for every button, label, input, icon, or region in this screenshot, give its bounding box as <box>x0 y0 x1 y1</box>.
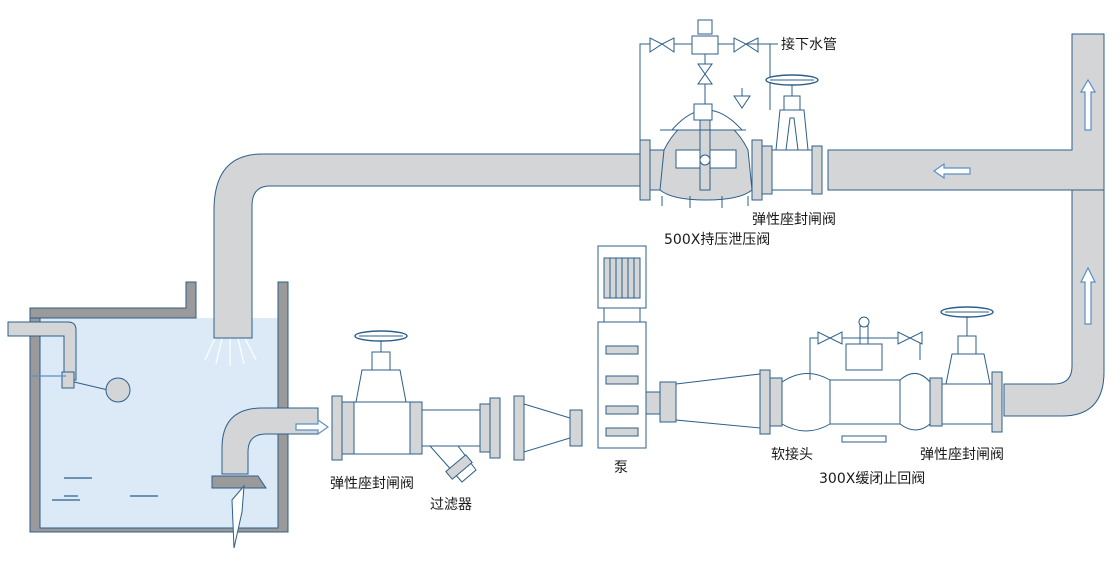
label-pressure-relief-valve: 500X持压泄压阀 <box>664 232 771 248</box>
label-strainer: 过滤器 <box>430 497 472 513</box>
water-level-marks <box>52 477 158 501</box>
check-valve <box>769 316 943 443</box>
flow-arrow-up-icon <box>1080 266 1096 325</box>
strainer <box>421 397 501 483</box>
flow-arrow-left-icon <box>932 162 971 180</box>
label-check-valve: 300X缓闭止回阀 <box>819 471 926 487</box>
water-tank <box>7 281 319 549</box>
flow-arrow-right-icon <box>295 418 330 436</box>
pump <box>597 245 661 449</box>
tank-inlet-pipe <box>7 321 131 403</box>
label-drain-pipe: 接下水管 <box>781 37 837 53</box>
flow-arrow-up-icon <box>1079 78 1097 131</box>
flow-arrows <box>295 78 1097 436</box>
gate-valve-left <box>331 330 423 461</box>
label-gate-valve-right: 弹性座封闸阀 <box>920 447 1004 463</box>
reducer-outlet <box>659 369 771 435</box>
spray-lines <box>204 337 257 366</box>
label-gate-valve-top: 弹性座封闸阀 <box>752 212 836 228</box>
suction-elbow <box>211 407 319 549</box>
bottom-pipeline <box>331 245 1003 483</box>
pressure-relief-valve <box>639 19 778 208</box>
float-ball <box>105 377 131 403</box>
reducer-inlet <box>513 395 583 461</box>
gate-valve-top <box>761 74 823 195</box>
label-pump: 泵 <box>614 460 628 476</box>
label-flexible-joint: 软接头 <box>771 447 813 463</box>
label-gate-valve-left: 弹性座封闸阀 <box>330 476 414 492</box>
gate-valve-right <box>940 306 1003 433</box>
